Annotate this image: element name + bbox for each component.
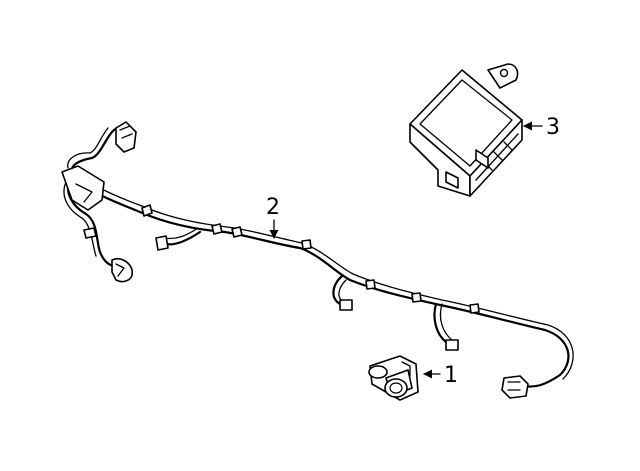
wiring-harness — [61, 121, 574, 399]
callout-2-label: 2 — [266, 195, 280, 220]
callout-1: 1 — [423, 363, 458, 388]
control-module — [409, 63, 523, 197]
callout-1-label: 1 — [444, 363, 458, 388]
connector-top-left — [115, 121, 137, 153]
parking-sensor — [368, 355, 419, 401]
callout-2: 2 — [266, 195, 280, 239]
callout-3: 3 — [523, 115, 560, 140]
connector-right — [501, 375, 529, 399]
connector-left-lower — [111, 257, 134, 283]
callout-3-label: 3 — [546, 115, 560, 140]
